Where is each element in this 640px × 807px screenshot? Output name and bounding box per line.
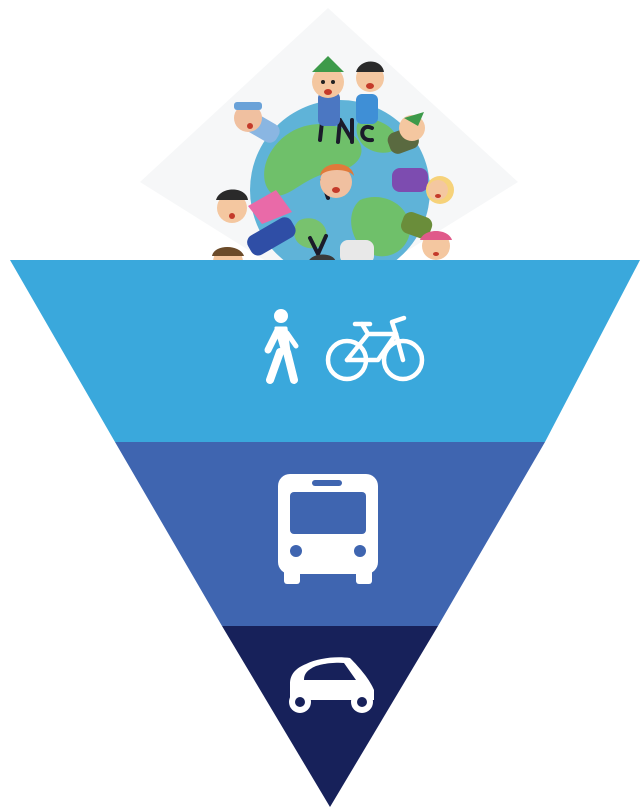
tier-private-car: [222, 626, 438, 807]
tier-active-travel: [10, 260, 640, 442]
globe-with-children-illustration: [140, 8, 518, 300]
pedestrian-icon: [264, 309, 299, 384]
bicycle-icon: [325, 315, 425, 382]
bus-icon: [278, 474, 378, 584]
car-icon: [289, 657, 374, 713]
